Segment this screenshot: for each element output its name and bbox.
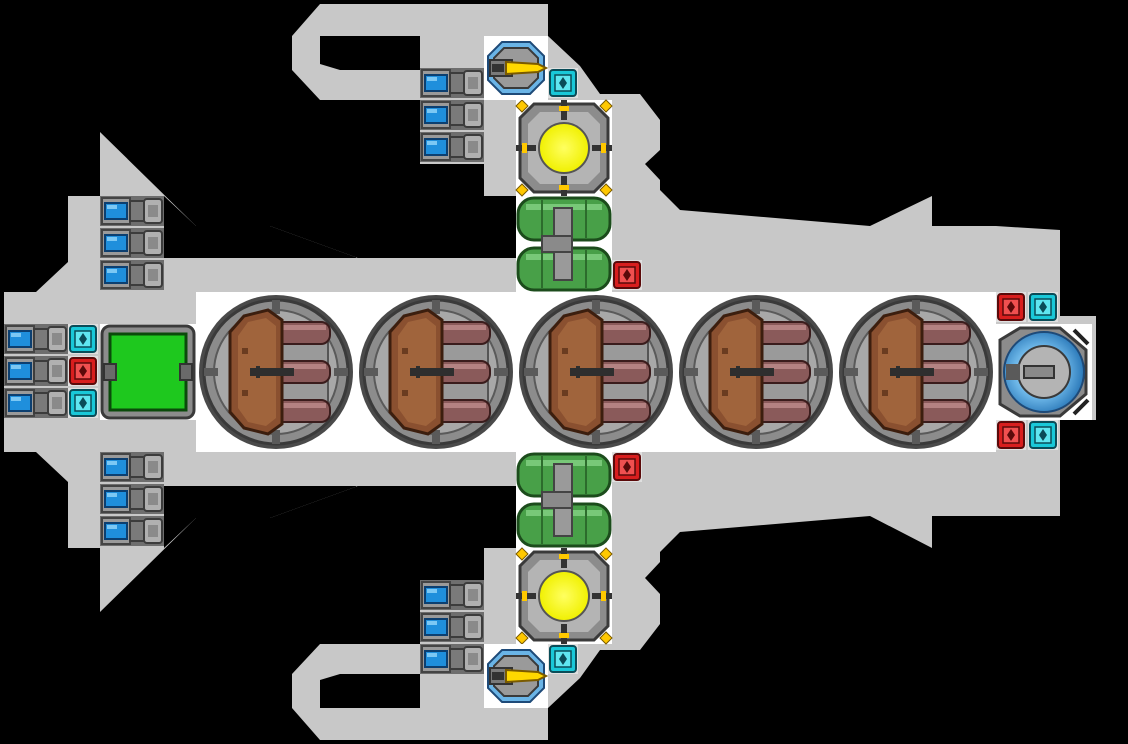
thruster-group-lower-left bbox=[99, 451, 165, 547]
io-port-icon[interactable] bbox=[995, 419, 1027, 451]
thruster-icon bbox=[3, 323, 69, 355]
missile-pod-icon[interactable] bbox=[677, 293, 835, 451]
power-core-icon[interactable] bbox=[514, 98, 614, 198]
thruster-icon bbox=[3, 355, 69, 387]
io-port-icon[interactable] bbox=[1027, 419, 1059, 451]
thruster-icon bbox=[419, 579, 485, 611]
thruster-icon bbox=[3, 387, 69, 419]
thruster-icon bbox=[419, 99, 485, 131]
gun-turret-icon[interactable] bbox=[483, 643, 549, 709]
thruster-group-top bbox=[419, 67, 485, 163]
gun-turret-icon[interactable] bbox=[483, 35, 549, 101]
io-port-icon[interactable] bbox=[67, 387, 99, 419]
thruster-icon bbox=[419, 611, 485, 643]
thruster-icon bbox=[419, 67, 485, 99]
power-core-icon[interactable] bbox=[514, 546, 614, 646]
missile-pod-icon[interactable] bbox=[357, 293, 515, 451]
io-port-icon[interactable] bbox=[547, 643, 579, 675]
io-port-icon[interactable] bbox=[547, 67, 579, 99]
thruster-icon bbox=[99, 195, 165, 227]
missile-pod-icon[interactable] bbox=[517, 293, 675, 451]
thruster-icon bbox=[99, 515, 165, 547]
fuel-tank-icon[interactable] bbox=[514, 194, 614, 294]
thruster-group-upper-left bbox=[99, 195, 165, 291]
io-port-icon[interactable] bbox=[611, 259, 643, 291]
thruster-group-aft bbox=[3, 323, 69, 419]
io-port-icon[interactable] bbox=[995, 291, 1027, 323]
cockpit-icon[interactable] bbox=[996, 324, 1092, 420]
io-port-icon[interactable] bbox=[67, 323, 99, 355]
thruster-icon bbox=[419, 643, 485, 675]
io-port-icon[interactable] bbox=[611, 451, 643, 483]
thruster-icon bbox=[419, 131, 485, 163]
thruster-icon bbox=[99, 483, 165, 515]
thruster-group-bottom bbox=[419, 579, 485, 675]
thruster-icon bbox=[99, 259, 165, 291]
thruster-icon bbox=[99, 227, 165, 259]
reactor-core-icon[interactable] bbox=[100, 324, 196, 420]
io-port-icon[interactable] bbox=[67, 355, 99, 387]
missile-pod-icon[interactable] bbox=[837, 293, 995, 451]
fuel-tank-icon[interactable] bbox=[514, 450, 614, 550]
io-port-icon[interactable] bbox=[1027, 291, 1059, 323]
missile-pod-icon[interactable] bbox=[197, 293, 355, 451]
thruster-icon bbox=[99, 451, 165, 483]
